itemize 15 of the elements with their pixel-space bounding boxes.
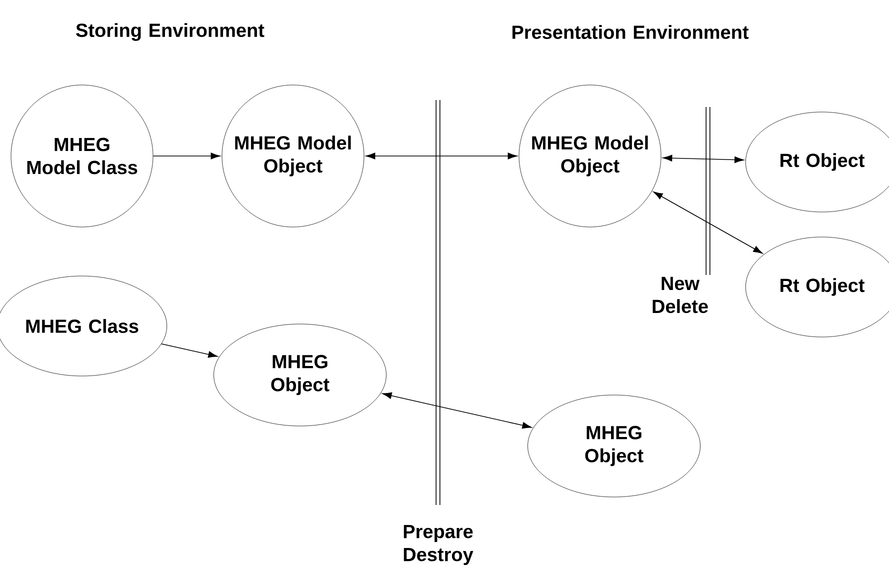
arrow [152,152,220,160]
heading: Storing Environment [76,23,264,41]
circle-node: MHEG Model Object [518,84,662,228]
circle-node: MHEG Model Object [222,84,364,228]
arrow [653,192,763,254]
arrow [382,392,532,429]
arrow [662,154,744,163]
heading: Presentation Environment [512,25,749,39]
circle-node: MHEG Model Class [10,84,154,228]
ellipse-node: MHEG Object [214,324,386,426]
separator-label: New Delete [652,276,708,314]
ellipse-node: MHEG Object [528,394,700,498]
arrow [161,343,218,358]
arrow [366,152,518,160]
separator-label: Prepare Destroy [404,525,474,565]
